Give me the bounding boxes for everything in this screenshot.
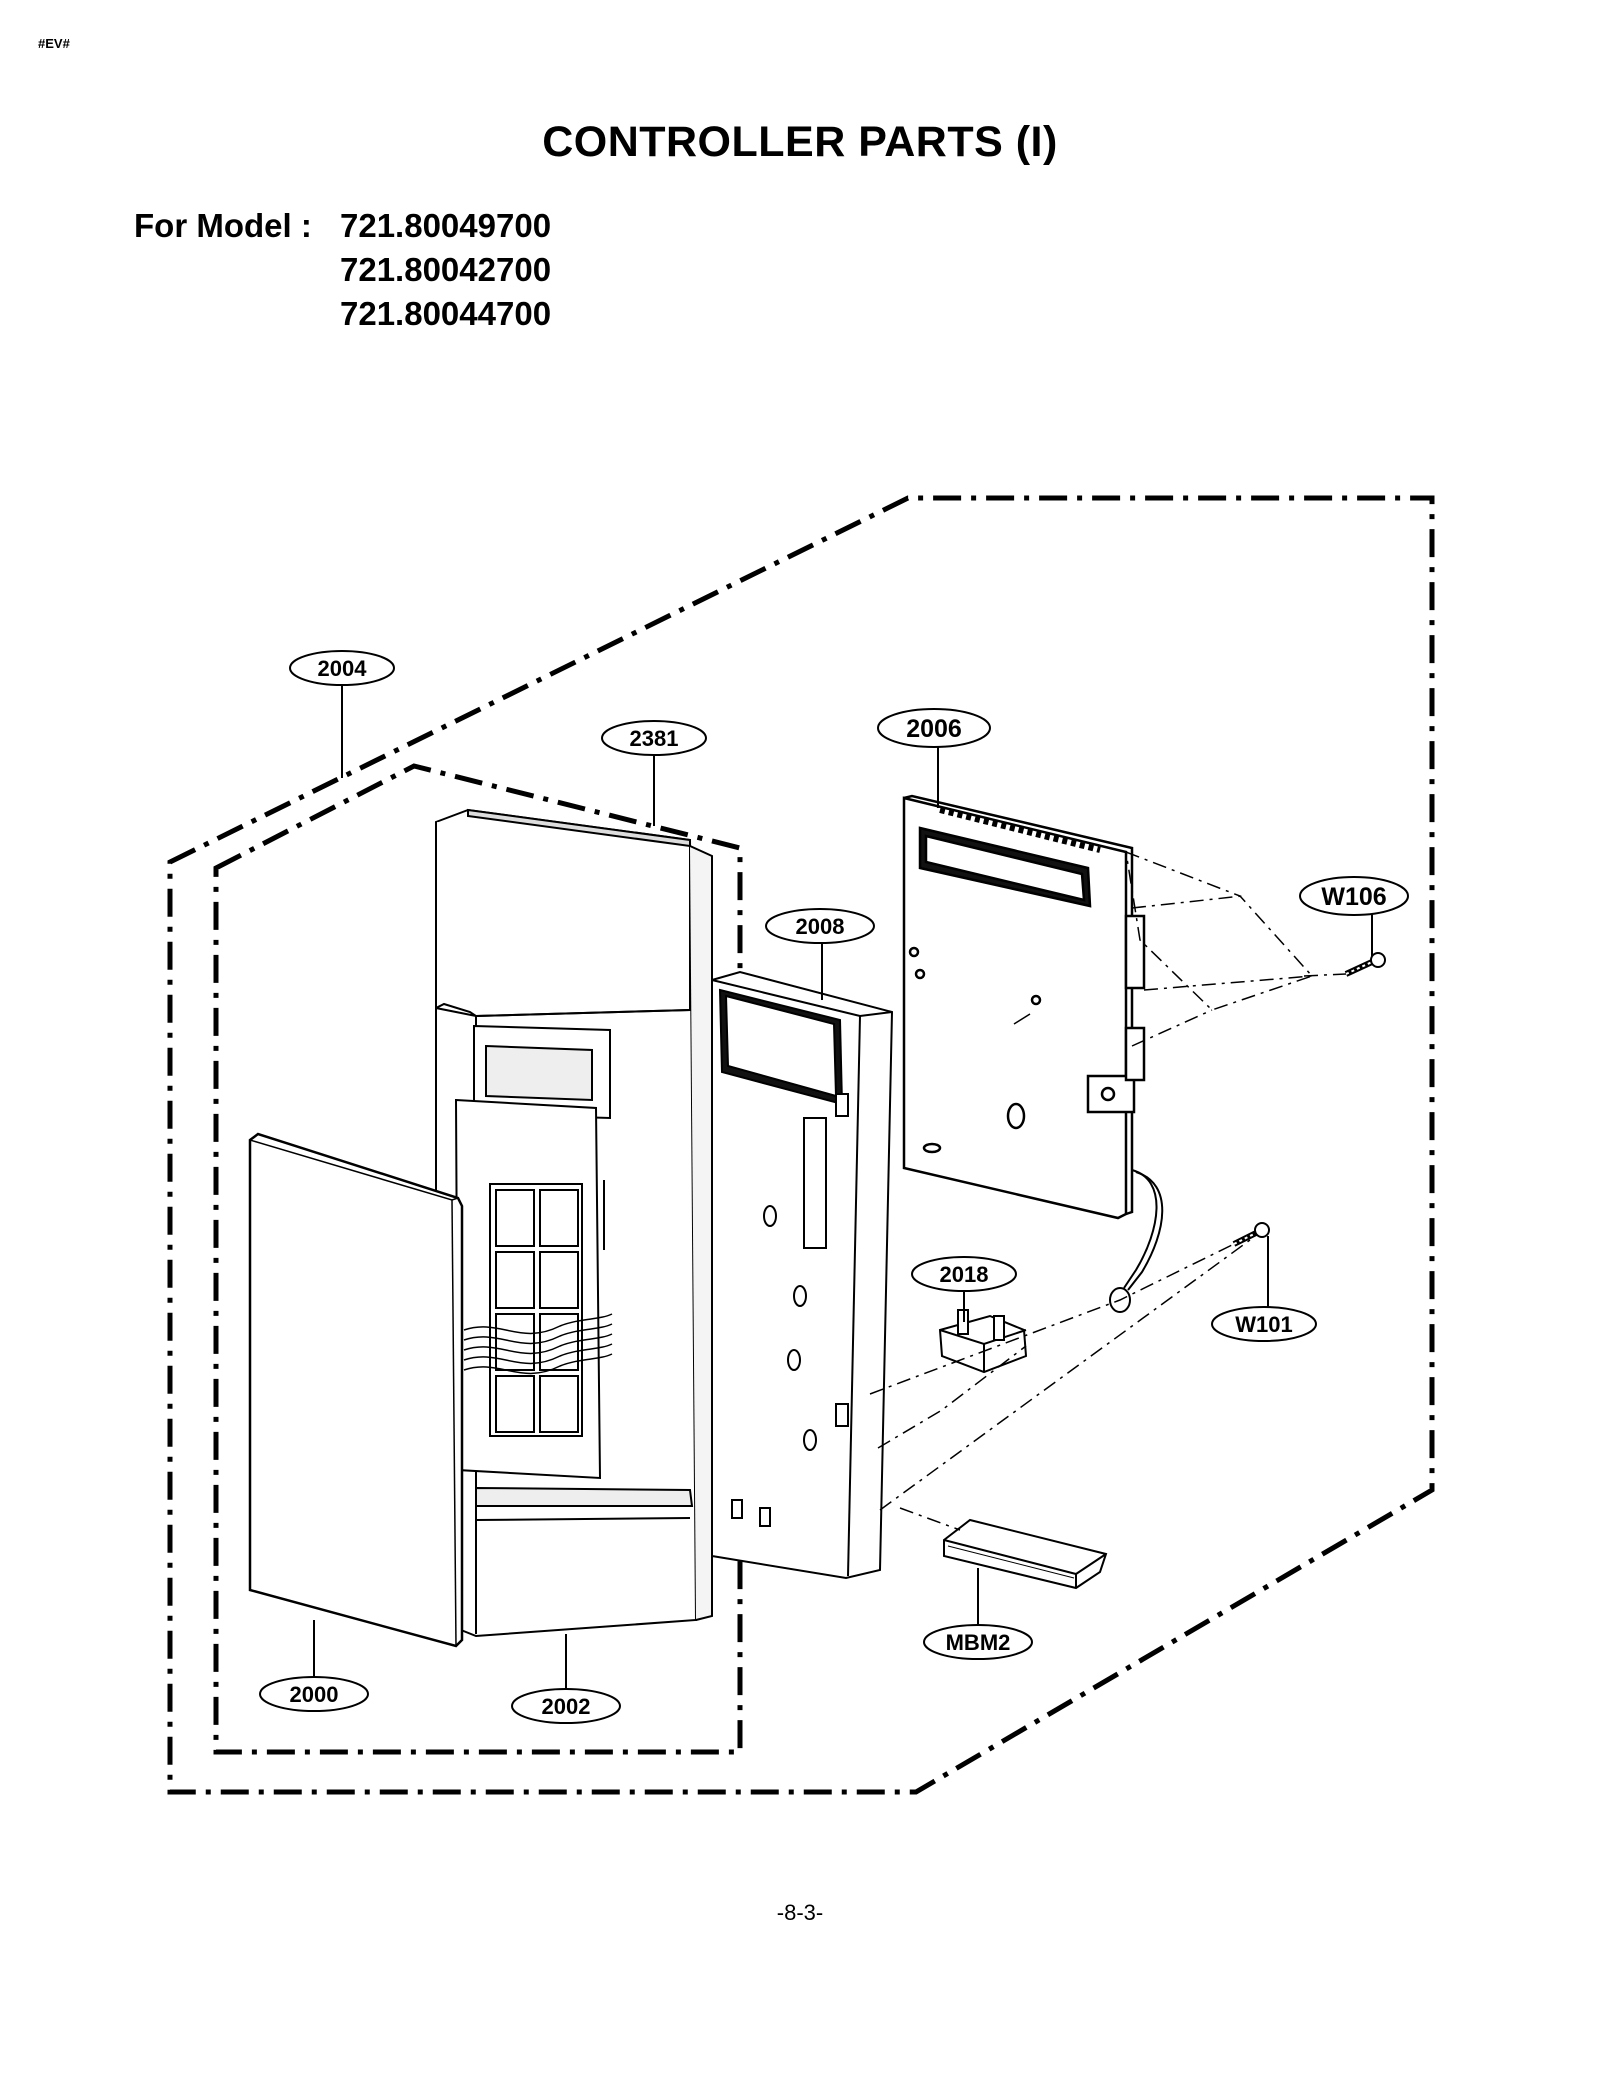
keypad-window: [489, 1183, 583, 1437]
model-number: 721.80049700: [340, 207, 552, 244]
callout-2006: 2006: [877, 708, 991, 748]
svg-text:2006: 2006: [906, 715, 962, 743]
ribbon-cable: [463, 1313, 613, 1375]
model-row: For Model : 721.80044700: [134, 292, 551, 336]
callout-MBM2: MBM2: [923, 1624, 1033, 1660]
main-pcb: [902, 794, 1146, 1220]
svg-text:2008: 2008: [796, 914, 845, 939]
callout-2381: 2381: [601, 720, 707, 756]
svg-text:W101: W101: [1235, 1312, 1292, 1337]
svg-text:W106: W106: [1321, 883, 1386, 911]
model-number: 721.80044700: [340, 295, 552, 332]
svg-text:2004: 2004: [318, 656, 368, 681]
assembly-guide-lines: [869, 850, 1347, 1531]
svg-text:2002: 2002: [542, 1694, 591, 1719]
front-membrane-panel: [248, 1132, 464, 1648]
callout-W101: W101: [1211, 1306, 1317, 1342]
model-row: For Model : 721.80042700: [134, 248, 551, 292]
outer-assembly-boundary: [167, 495, 1435, 1795]
svg-text:2381: 2381: [630, 726, 679, 751]
callout-2000: 2000: [259, 1676, 369, 1712]
model-number: 721.80042700: [340, 251, 552, 288]
model-prefix: For Model :: [134, 207, 312, 244]
callout-W106: W106: [1299, 876, 1409, 916]
screw-w106: [1344, 952, 1386, 977]
model-list: For Model : 721.80049700 For Model : 721…: [134, 204, 551, 336]
callout-2018: 2018: [911, 1256, 1017, 1292]
screw-w101: [1232, 1222, 1270, 1247]
model-row: For Model : 721.80049700: [134, 204, 551, 248]
callout-2004: 2004: [289, 650, 395, 686]
callout-2008: 2008: [765, 908, 875, 944]
manual-booklet: [943, 1518, 1108, 1590]
leader-lines: [313, 682, 1373, 1690]
page-number: -8-3-: [776, 1900, 824, 1925]
callout-2002: 2002: [511, 1688, 621, 1724]
svg-text:2018: 2018: [940, 1262, 989, 1287]
page-title: CONTROLLER PARTS (I): [542, 118, 1058, 166]
pcb-bracket: [711, 970, 894, 1580]
svg-text:MBM2: MBM2: [946, 1630, 1011, 1655]
svg-text:2000: 2000: [290, 1682, 339, 1707]
corner-tag: #EV#: [38, 36, 70, 51]
